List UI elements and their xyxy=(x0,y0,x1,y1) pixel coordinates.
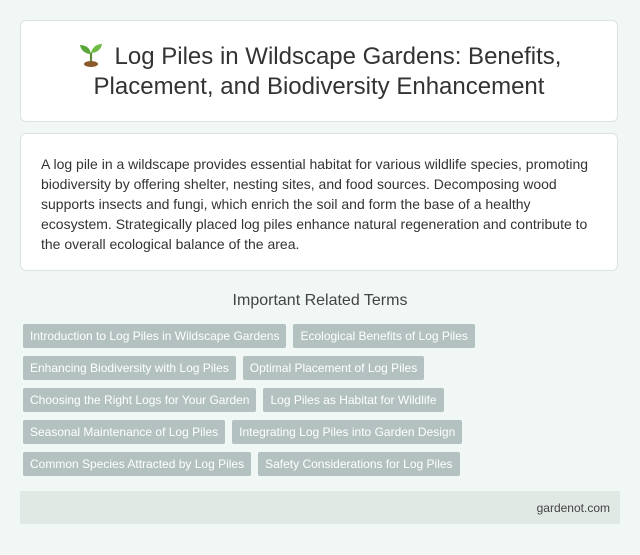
footer: gardenot.com xyxy=(20,491,620,524)
related-term-tag[interactable]: Integrating Log Piles into Garden Design xyxy=(232,420,463,444)
sprout-icon xyxy=(77,41,105,67)
related-term-tag[interactable]: Enhancing Biodiversity with Log Piles xyxy=(23,356,236,380)
description-card: A log pile in a wildscape provides essen… xyxy=(20,133,618,271)
page-title-text: Log Piles in Wildscape Gardens: Benefits… xyxy=(93,42,562,100)
related-term-tag[interactable]: Ecological Benefits of Log Piles xyxy=(293,324,475,348)
related-term-tag[interactable]: Log Piles as Habitat for Wildlife xyxy=(263,388,444,412)
related-term-tag[interactable]: Common Species Attracted by Log Piles xyxy=(23,452,252,476)
related-terms-list: Introduction to Log Piles in Wildscape G… xyxy=(23,324,503,476)
page-title: Log Piles in Wildscape Gardens: Benefits… xyxy=(21,41,617,102)
related-term-tag[interactable]: Seasonal Maintenance of Log Piles xyxy=(23,420,226,444)
related-term-tag[interactable]: Safety Considerations for Log Piles xyxy=(258,452,460,476)
related-term-tag[interactable]: Choosing the Right Logs for Your Garden xyxy=(23,388,257,412)
footer-site-link[interactable]: gardenot.com xyxy=(536,500,610,515)
description-text: A log pile in a wildscape provides essen… xyxy=(41,156,589,252)
related-terms-heading: Important Related Terms xyxy=(232,292,408,309)
related-term-tag[interactable]: Optimal Placement of Log Piles xyxy=(242,356,425,380)
related-term-tag[interactable]: Introduction to Log Piles in Wildscape G… xyxy=(23,324,287,348)
title-card: Log Piles in Wildscape Gardens: Benefits… xyxy=(20,20,618,122)
